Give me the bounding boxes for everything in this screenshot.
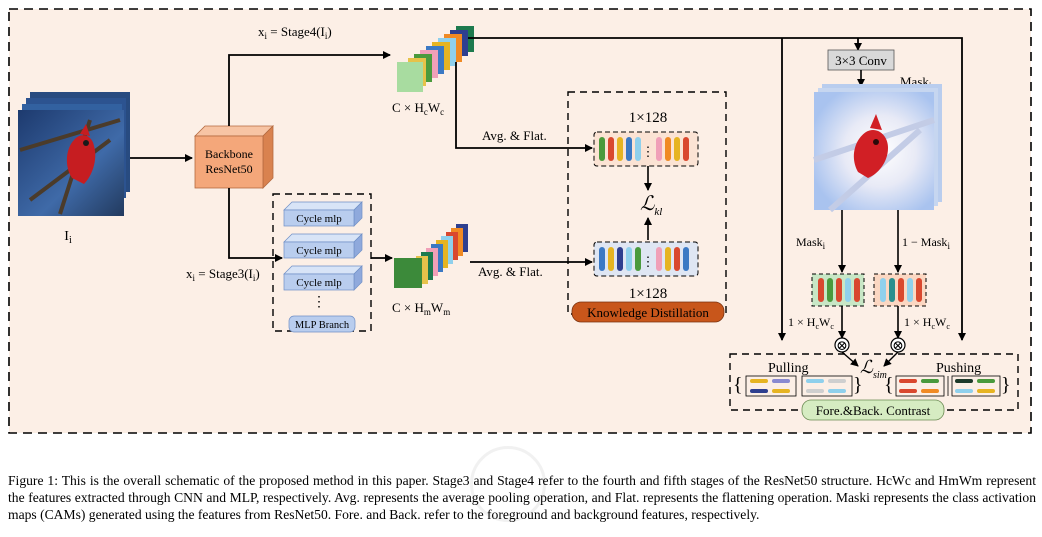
backbone-block	[194, 125, 274, 189]
svg-text:}: }	[1001, 374, 1011, 396]
backbone-line1: Backbone	[205, 147, 253, 161]
mlp-dots: ⋮	[312, 295, 326, 310]
pulling-label: Pulling	[768, 361, 808, 376]
mlp-branch-box	[272, 193, 372, 332]
contrast-title: Fore.&Back. Contrast	[816, 403, 931, 418]
fore-feature-vector	[811, 273, 865, 307]
mlp-block-1	[283, 201, 363, 227]
input-image-stack	[18, 92, 130, 216]
svg-text:⋮: ⋮	[642, 254, 655, 269]
distill-top-vector: ⋮	[593, 131, 699, 167]
contrast-title-bg	[801, 399, 945, 421]
stage4-dims: C × HcWc	[392, 100, 444, 117]
conv-label: 3×3 Conv	[835, 53, 887, 68]
dim-right-label: 1 × HcWc	[904, 315, 950, 331]
backbone-line2: ResNet50	[205, 162, 252, 176]
otimes-right: ⊗	[892, 339, 904, 354]
loss-kl: ℒkl	[640, 193, 662, 218]
pulling-pairs: { }	[733, 374, 863, 397]
mlp-block-2-label: Cycle mlp	[296, 245, 342, 257]
otimes-left: ⊗	[836, 339, 848, 354]
mlp-block-3-label: Cycle mlp	[296, 277, 342, 289]
mlp-block-1-label: Cycle mlp	[296, 213, 342, 225]
distill-bottom-vector: ⋮	[593, 241, 699, 277]
svg-text:}: }	[853, 374, 863, 396]
mask-right-label: 1 − Maski	[902, 235, 950, 251]
distill-top-dims: 1×128	[629, 110, 667, 126]
mask-left-label: Maski	[796, 235, 826, 251]
svg-text:⋮: ⋮	[642, 144, 655, 159]
mlp-branch-title-bg	[288, 315, 356, 333]
stage3-dims: C × HmWm	[392, 300, 450, 317]
figure-caption: Figure 1: This is the overall schematic …	[8, 472, 1036, 522]
mlp-branch-title: MLP Branch	[295, 320, 350, 331]
dim-left-label: 1 × HcWc	[788, 315, 834, 331]
cam-image-stack	[813, 84, 942, 213]
avg-flat-top-label: Avg. & Flat.	[482, 128, 547, 143]
back-feature-vector	[873, 273, 927, 307]
input-label: Ii	[64, 229, 72, 246]
avg-flat-bottom-label: Avg. & Flat.	[478, 264, 543, 279]
mlp-block-3	[283, 265, 363, 291]
distill-bottom-dims: 1×128	[629, 286, 667, 302]
watermark-seal	[470, 446, 546, 522]
stage4-label: xi = Stage4(Ii)	[258, 24, 332, 41]
stage3-feature-stack	[394, 224, 468, 288]
stage4-feature-stack	[397, 26, 474, 92]
method-diagram: Ii Backbone ResNet50 xi = Stage4(Ii) C ×…	[8, 8, 1032, 434]
distill-title: Knowledge Distillation	[587, 305, 709, 320]
pushing-pairs: { }	[884, 374, 1011, 397]
contrast-box	[729, 353, 1019, 411]
mlp-block-2	[283, 233, 363, 259]
stage3-label: xi = Stage3(Ii)	[186, 266, 260, 283]
distill-title-bg	[571, 301, 725, 323]
svg-text:{: {	[733, 374, 743, 396]
svg-text:{: {	[884, 374, 894, 396]
loss-sim: ℒsim	[860, 357, 887, 381]
pushing-label: Pushing	[936, 361, 981, 376]
